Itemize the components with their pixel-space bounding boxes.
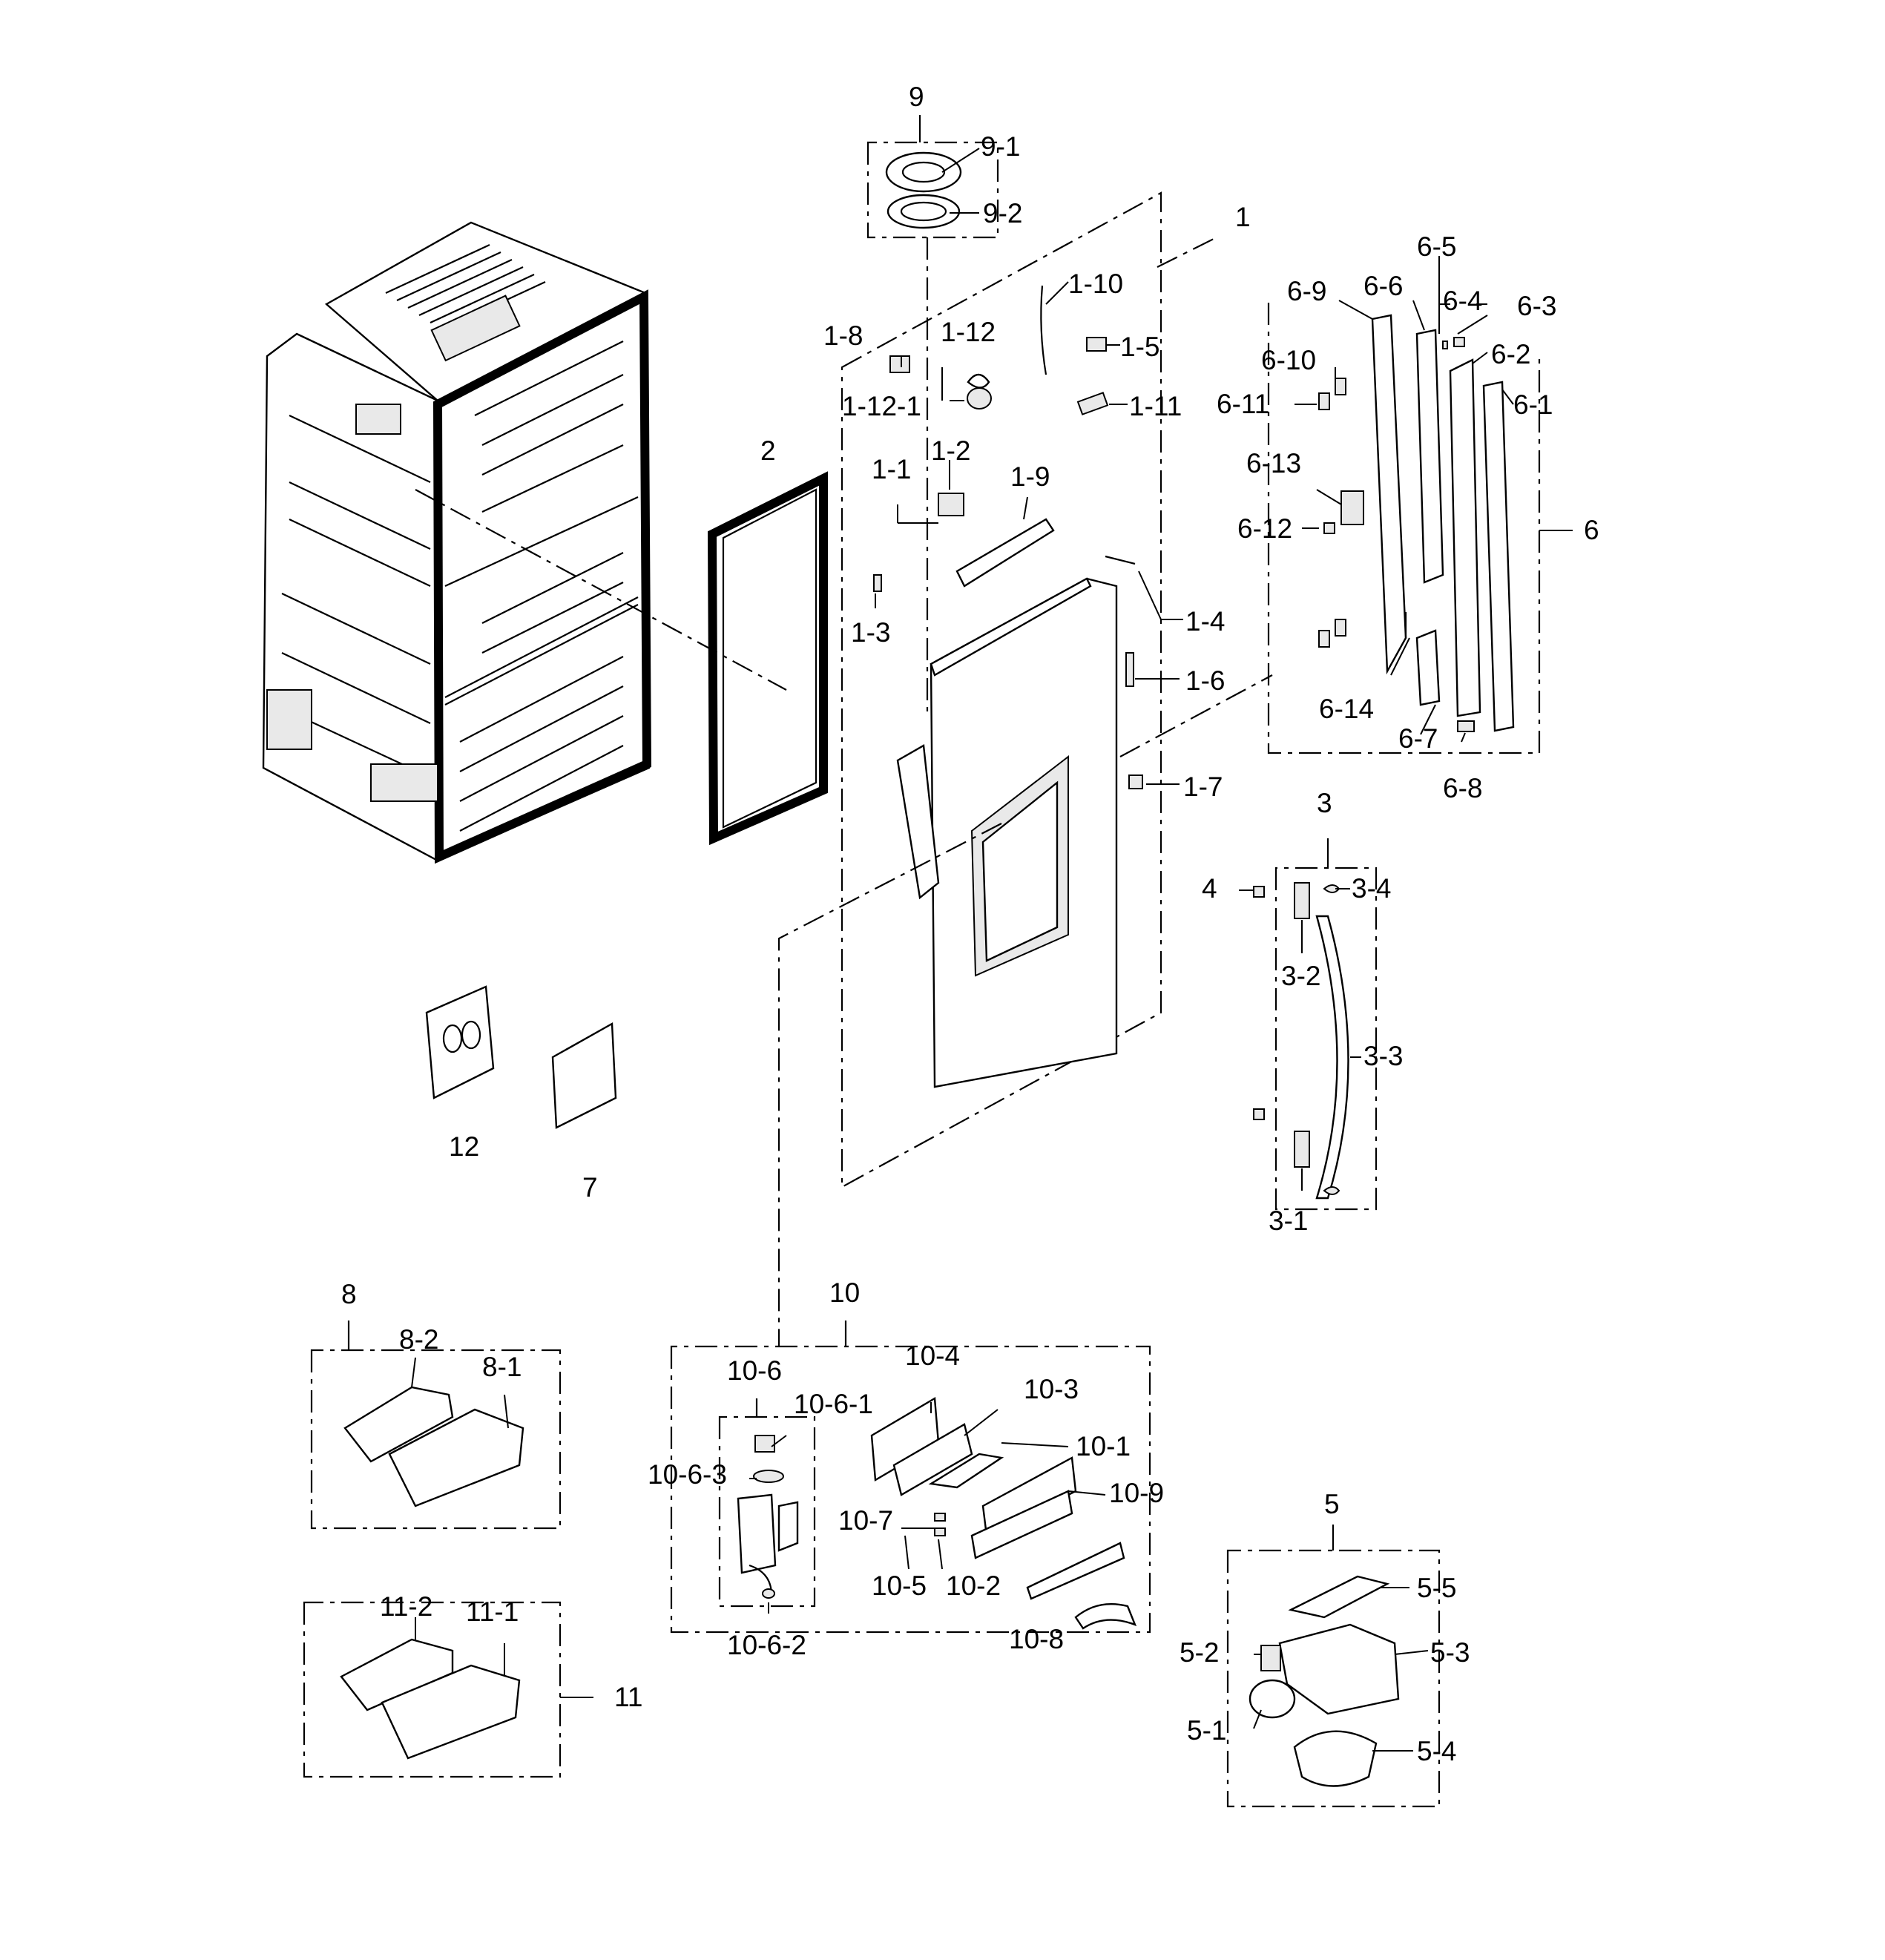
label-5-5: 5-5 [1417,1573,1456,1603]
label-1-10: 1-10 [1068,269,1123,299]
label-6-10: 6-10 [1261,345,1316,375]
label-11-2: 11-2 [380,1591,432,1622]
label-1: 1 [1235,202,1251,232]
label-10-6: 10-6 [727,1355,782,1386]
label-6-4: 6-4 [1443,286,1482,316]
label-6-7: 6-7 [1398,723,1438,754]
label-6-11: 6-11 [1217,389,1269,419]
label-1-3: 1-3 [851,617,890,648]
label-7: 7 [582,1172,598,1203]
label-10-3: 10-3 [1024,1374,1079,1404]
label-5: 5 [1324,1489,1340,1519]
group-5 [1226,1525,1441,1808]
label-10-6-2: 10-6-2 [727,1630,806,1660]
label-10-4: 10-4 [905,1341,960,1371]
label-12: 12 [449,1131,479,1162]
label-1-1: 1-1 [872,454,911,484]
label-3: 3 [1317,788,1332,818]
label-5-4: 5-4 [1417,1736,1456,1766]
label-1-9: 1-9 [1010,461,1050,492]
label-2: 2 [760,435,776,466]
label-8: 8 [341,1279,357,1309]
part-7 [551,1022,617,1129]
group-8 [310,1321,562,1530]
label-1-2: 1-2 [931,435,970,466]
label-8-2: 8-2 [399,1324,438,1355]
label-10-9: 10-9 [1109,1478,1164,1508]
part-12 [425,985,495,1099]
label-11-1: 11-1 [466,1596,519,1627]
label-1-8: 1-8 [823,320,863,351]
group-10 [670,1321,1151,1634]
label-10-6-3: 10-6-3 [648,1459,727,1490]
label-6-6: 6-6 [1363,271,1403,301]
label-6-9: 6-9 [1287,276,1326,306]
group-6 [1267,256,1573,754]
label-9-1: 9-1 [981,131,1020,162]
label-9: 9 [909,82,924,112]
label-10-1: 10-1 [1076,1431,1131,1461]
label-11: 11 [614,1682,642,1712]
label-6: 6 [1584,515,1599,545]
door-gasket [707,471,828,846]
label-1-5: 1-5 [1120,332,1159,362]
label-6-8: 6-8 [1443,773,1482,803]
group-3-handle [1239,838,1378,1211]
label-10-5: 10-5 [872,1571,927,1601]
label-5-3: 5-3 [1430,1637,1470,1668]
label-5-1: 5-1 [1187,1715,1226,1746]
group-9 [866,115,999,239]
label-1-6: 1-6 [1185,665,1225,696]
label-6-1: 6-1 [1513,389,1553,420]
group-1-door [840,191,1217,1188]
leader-door-group6 [1119,674,1273,757]
label-1-4: 1-4 [1185,606,1225,637]
group-11 [303,1601,593,1778]
label-1-12-1: 1-12-1 [842,391,921,421]
label-10-7: 10-7 [838,1505,893,1536]
label-10-6-1: 10-6-1 [794,1389,873,1419]
label-3-1: 3-1 [1269,1206,1308,1236]
callout-labels: 9 9-1 9-2 1 1-10 1-8 1-12 1-5 1-12-1 1-1… [341,82,1599,1766]
label-6-12: 6-12 [1237,513,1292,544]
label-1-11: 1-11 [1129,391,1182,421]
label-6-13: 6-13 [1246,448,1301,479]
refrigerator-cabinet [262,221,652,864]
label-10-8: 10-8 [1009,1624,1064,1654]
label-3-3: 3-3 [1363,1041,1403,1071]
label-3-4: 3-4 [1352,873,1391,904]
label-8-1: 8-1 [482,1352,522,1382]
label-9-2: 9-2 [983,198,1022,228]
label-6-14: 6-14 [1319,694,1374,724]
label-10-2: 10-2 [946,1571,1001,1601]
label-6-3: 6-3 [1517,291,1556,321]
leader-cabinet-door [415,489,787,691]
label-6-2: 6-2 [1491,339,1530,369]
label-1-7: 1-7 [1183,772,1223,802]
label-4: 4 [1202,873,1217,904]
leader-door-group10 [777,823,1002,1346]
label-1-12: 1-12 [941,317,996,347]
label-5-2: 5-2 [1180,1637,1219,1668]
label-10: 10 [829,1277,860,1308]
label-3-2: 3-2 [1281,961,1320,991]
label-6-5: 6-5 [1417,231,1456,262]
